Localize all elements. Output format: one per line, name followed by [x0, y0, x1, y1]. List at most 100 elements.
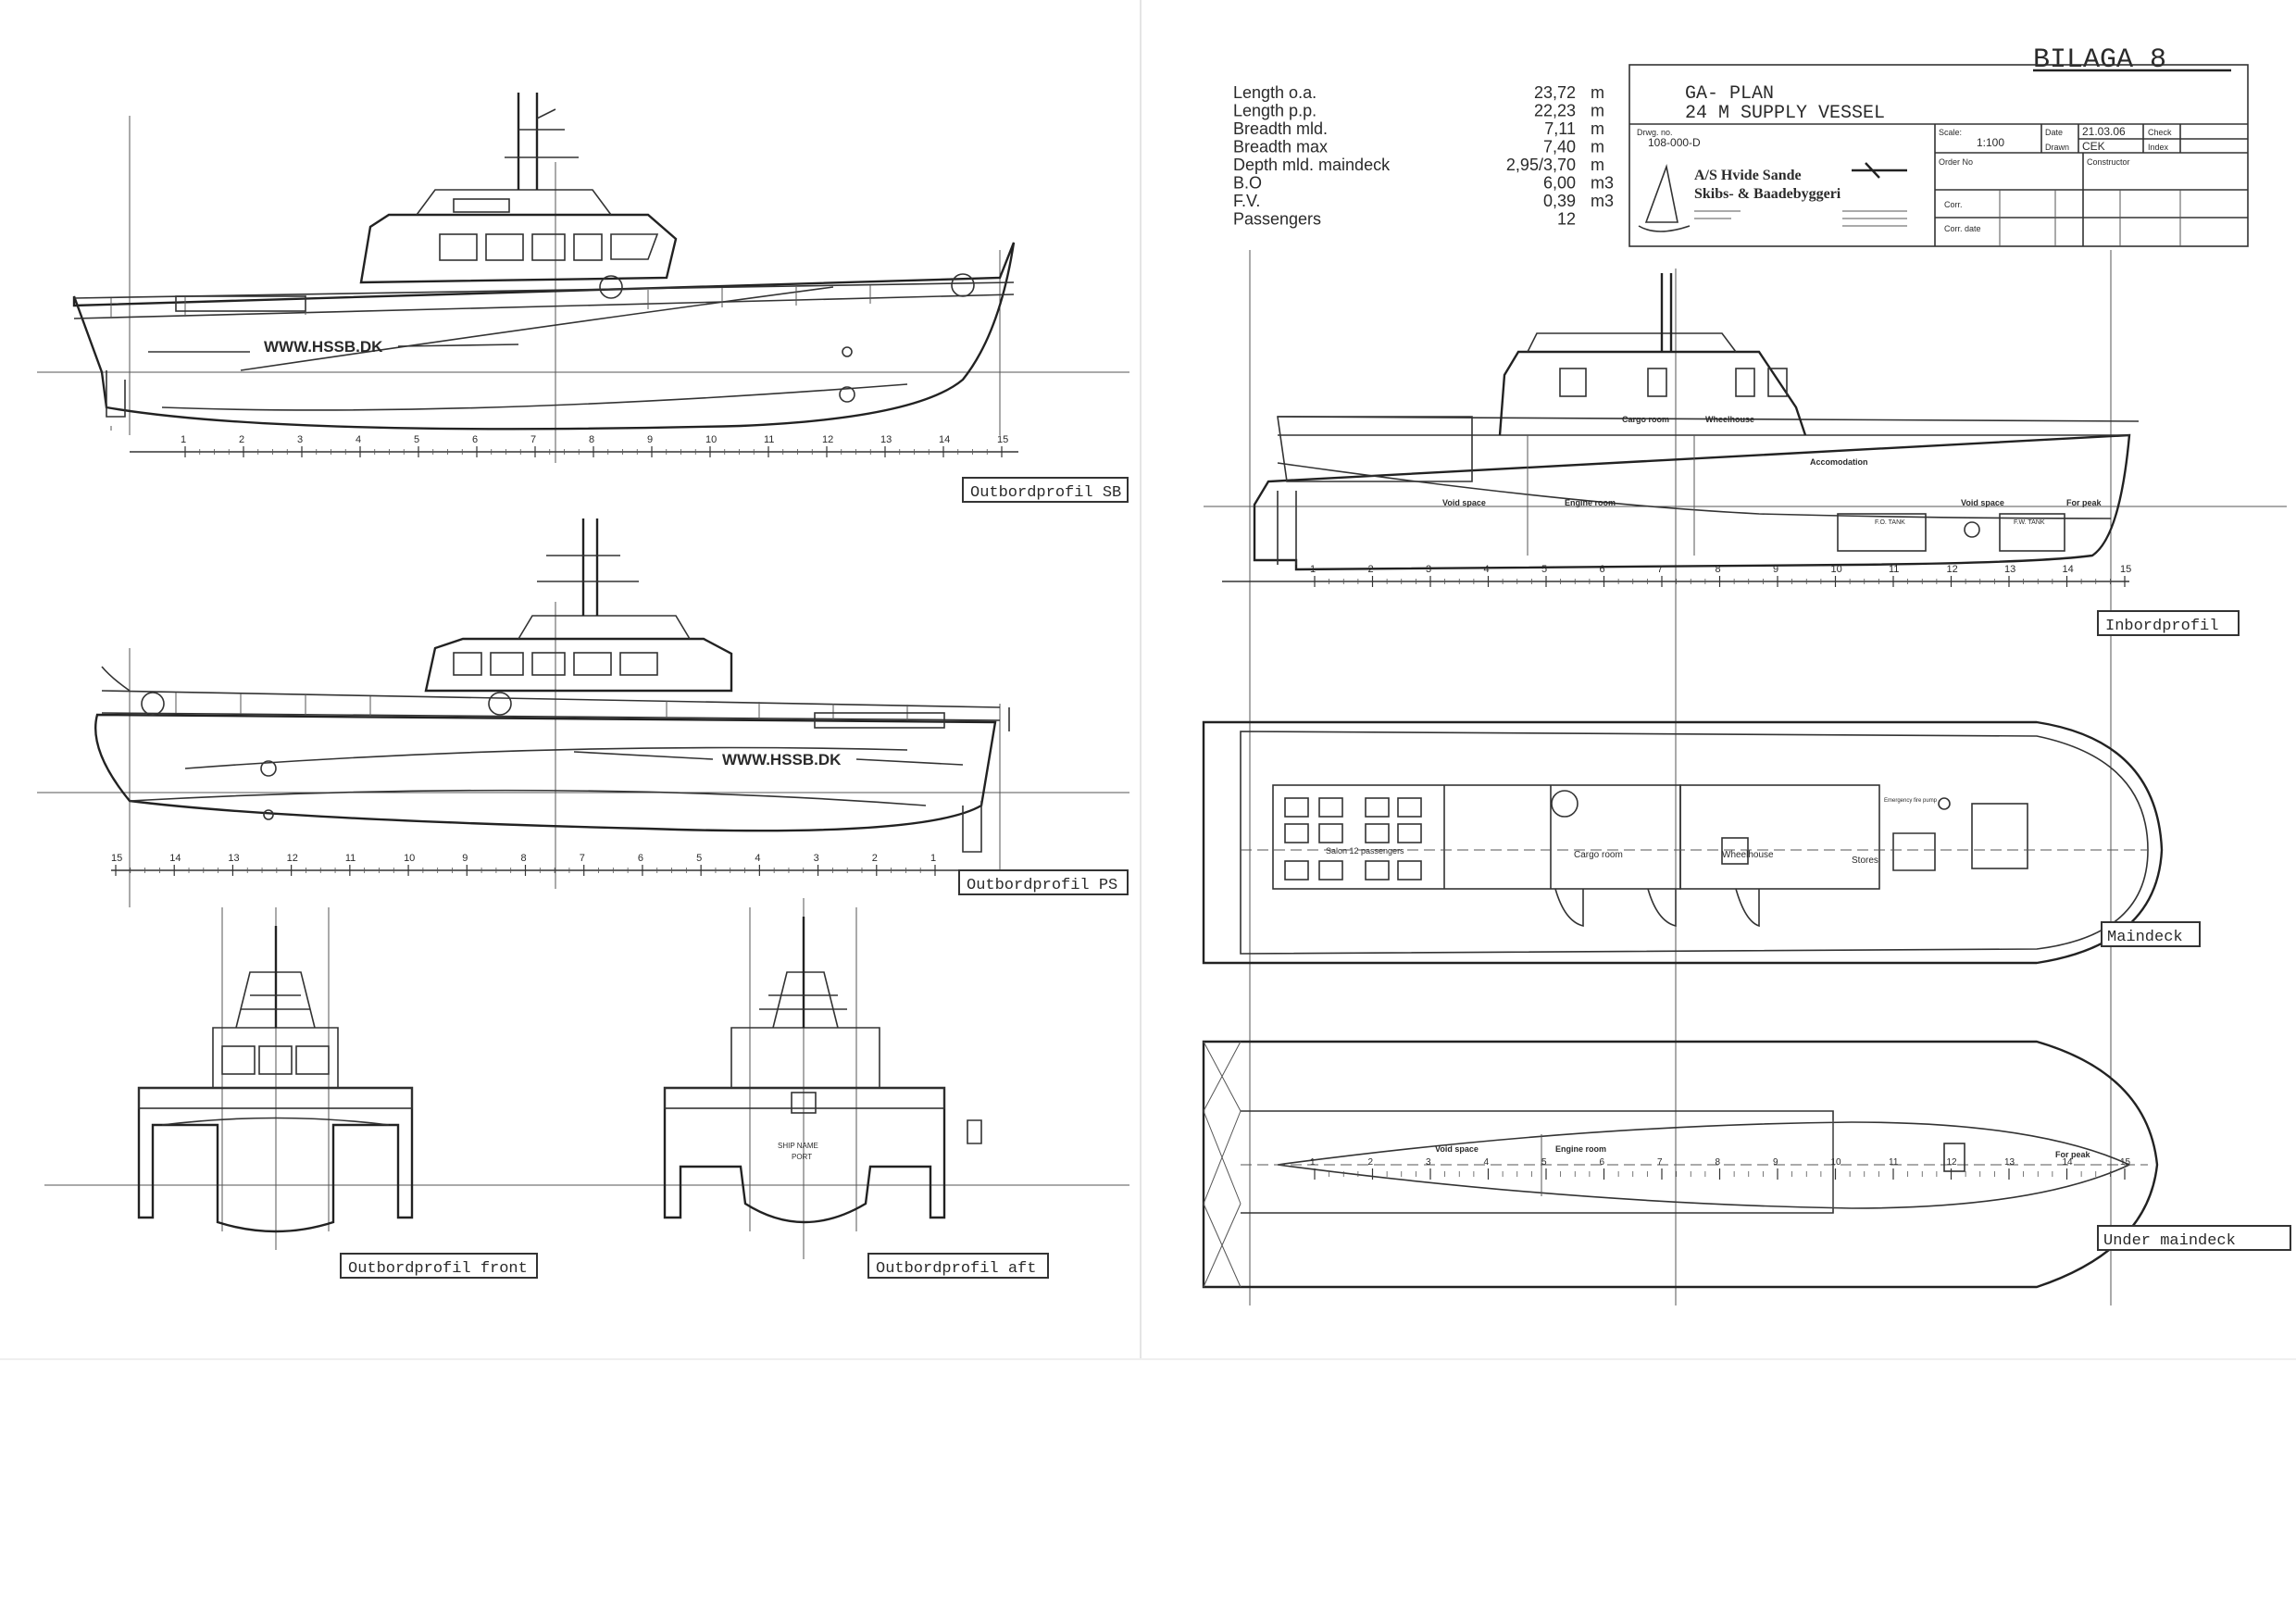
- frame-number: 14: [2063, 564, 2074, 575]
- hull-web-text-sb: WWW.HSSB.DK: [264, 338, 383, 356]
- title-line-2: 24 M SUPPLY VESSEL: [1685, 103, 1885, 124]
- hull-web-text-ps: WWW.HSSB.DK: [722, 751, 842, 768]
- corr-date-label: Corr. date: [1944, 224, 1981, 233]
- frame-number: 6: [472, 434, 478, 445]
- frame-number: 15: [997, 434, 1008, 445]
- frame-number: 5: [1541, 564, 1547, 575]
- frame-number: 14: [169, 853, 181, 864]
- frame-number: 15: [2120, 564, 2131, 575]
- spec-value: 0,39: [1543, 192, 1576, 210]
- spec-label: F.V.: [1233, 192, 1260, 210]
- frame-number: 10: [705, 434, 717, 445]
- frame-number: 4: [755, 853, 760, 864]
- frame-number: 8: [1716, 564, 1721, 575]
- frame-number: 13: [2004, 1157, 2015, 1168]
- frame-number: 11: [1889, 1157, 1899, 1168]
- frame-number: 11: [345, 853, 356, 864]
- frame-number: 6: [1600, 1157, 1605, 1168]
- view-label-sb: Outbordprofil SB: [962, 477, 1129, 503]
- frame-number: 13: [228, 853, 239, 864]
- frame-number: 1: [181, 434, 186, 445]
- um-void-space: Void space: [1435, 1144, 1479, 1154]
- frame-number: 9: [1773, 1157, 1778, 1168]
- spec-unit: m: [1591, 156, 1604, 174]
- spec-label: Length p.p.: [1233, 102, 1316, 120]
- frame-number: 9: [647, 434, 653, 445]
- inb-void-space-aft: Void space: [1442, 498, 1486, 507]
- inb-for-peak: For peak: [2066, 498, 2103, 507]
- frame-number: 10: [1831, 1157, 1842, 1168]
- frame-number: 8: [1716, 1157, 1721, 1168]
- frame-number: 10: [404, 853, 415, 864]
- drwg-no: 108-000-D: [1648, 136, 1701, 149]
- scale-label: Scale:: [1939, 128, 1962, 137]
- frame-number: 7: [530, 434, 536, 445]
- index-label: Index: [2148, 143, 2169, 152]
- frame-number: 13: [2004, 564, 2015, 575]
- md-emergency-pump: Emergency fire pump: [1884, 798, 1938, 804]
- view-label-maindeck: Maindeck: [2101, 921, 2201, 947]
- spec-value: 7,40: [1543, 138, 1576, 156]
- drawn-label: Drawn: [2045, 143, 2069, 152]
- inb-accommodation: Accomodation: [1810, 457, 1868, 467]
- spec-label: B.O: [1233, 174, 1262, 193]
- spec-unit: m3: [1591, 192, 1614, 210]
- frame-number: 12: [822, 434, 833, 445]
- order-no-label: Order No: [1939, 157, 1973, 167]
- frame-number: 2: [872, 853, 878, 864]
- frame-number: 12: [1947, 1157, 1958, 1168]
- md-salon: Salon 12 passengers: [1326, 846, 1404, 856]
- frame-number: 8: [589, 434, 594, 445]
- maindeck-plan: Salon 12 passengers Cargo room Wheelhous…: [1202, 720, 2164, 965]
- frame-number: 10: [1831, 564, 1842, 575]
- md-stores: Stores: [1852, 856, 1878, 866]
- view-label-maindeck-text: Maindeck: [2107, 929, 2183, 946]
- frame-number: 1: [930, 853, 936, 864]
- frame-number: 14: [939, 434, 950, 445]
- aft-port: PORT: [792, 1153, 812, 1161]
- spec-label: Passengers: [1233, 210, 1321, 229]
- company-logo: [1638, 164, 1691, 232]
- frame-number: 13: [880, 434, 892, 445]
- spec-unit: m: [1591, 138, 1604, 156]
- frame-number: 3: [1426, 564, 1431, 575]
- frame-number: 6: [638, 853, 643, 864]
- spec-label: Depth mld. maindeck: [1233, 156, 1391, 174]
- title-line-1: GA- PLAN: [1685, 83, 1774, 105]
- frame-number: 15: [2120, 1157, 2131, 1168]
- frame-number: 1: [1310, 1157, 1316, 1168]
- frame-number: 15: [111, 853, 122, 864]
- spec-unit: m: [1591, 83, 1604, 102]
- frame-number: 2: [239, 434, 244, 445]
- frame-number: 7: [1657, 564, 1663, 575]
- date-label: Date: [2045, 128, 2063, 137]
- frame-number: 7: [580, 853, 585, 864]
- frame-number: 3: [297, 434, 303, 445]
- frame-number: 9: [462, 853, 468, 864]
- inb-wheelhouse: Wheelhouse: [1705, 415, 1754, 424]
- outbord-profile-front: [44, 907, 1129, 1250]
- check-label: Check: [2148, 128, 2172, 137]
- spec-label: Length o.a.: [1233, 83, 1316, 102]
- frame-number: 1: [1310, 564, 1316, 575]
- frame-number: 5: [1541, 1157, 1547, 1168]
- inb-void-space-fwd: Void space: [1961, 498, 2004, 507]
- spec-value: 6,00: [1543, 174, 1576, 193]
- frame-number: 6: [1600, 564, 1605, 575]
- md-cargo-room: Cargo room: [1574, 850, 1623, 860]
- view-label-under: Under maindeck: [2097, 1225, 2291, 1251]
- spec-value: 2,95/3,70: [1506, 156, 1576, 174]
- view-label-sb-text: Outbordprofil SB: [970, 484, 1121, 502]
- view-label-aft-text: Outbordprofil aft: [876, 1260, 1036, 1278]
- frame-number: 5: [696, 853, 702, 864]
- frame-number: 14: [2063, 1157, 2074, 1168]
- spec-unit: m: [1591, 119, 1604, 138]
- frame-number: 4: [1484, 564, 1490, 575]
- spec-label: Breadth mld.: [1233, 119, 1328, 138]
- view-label-ps: Outbordprofil PS: [958, 869, 1129, 895]
